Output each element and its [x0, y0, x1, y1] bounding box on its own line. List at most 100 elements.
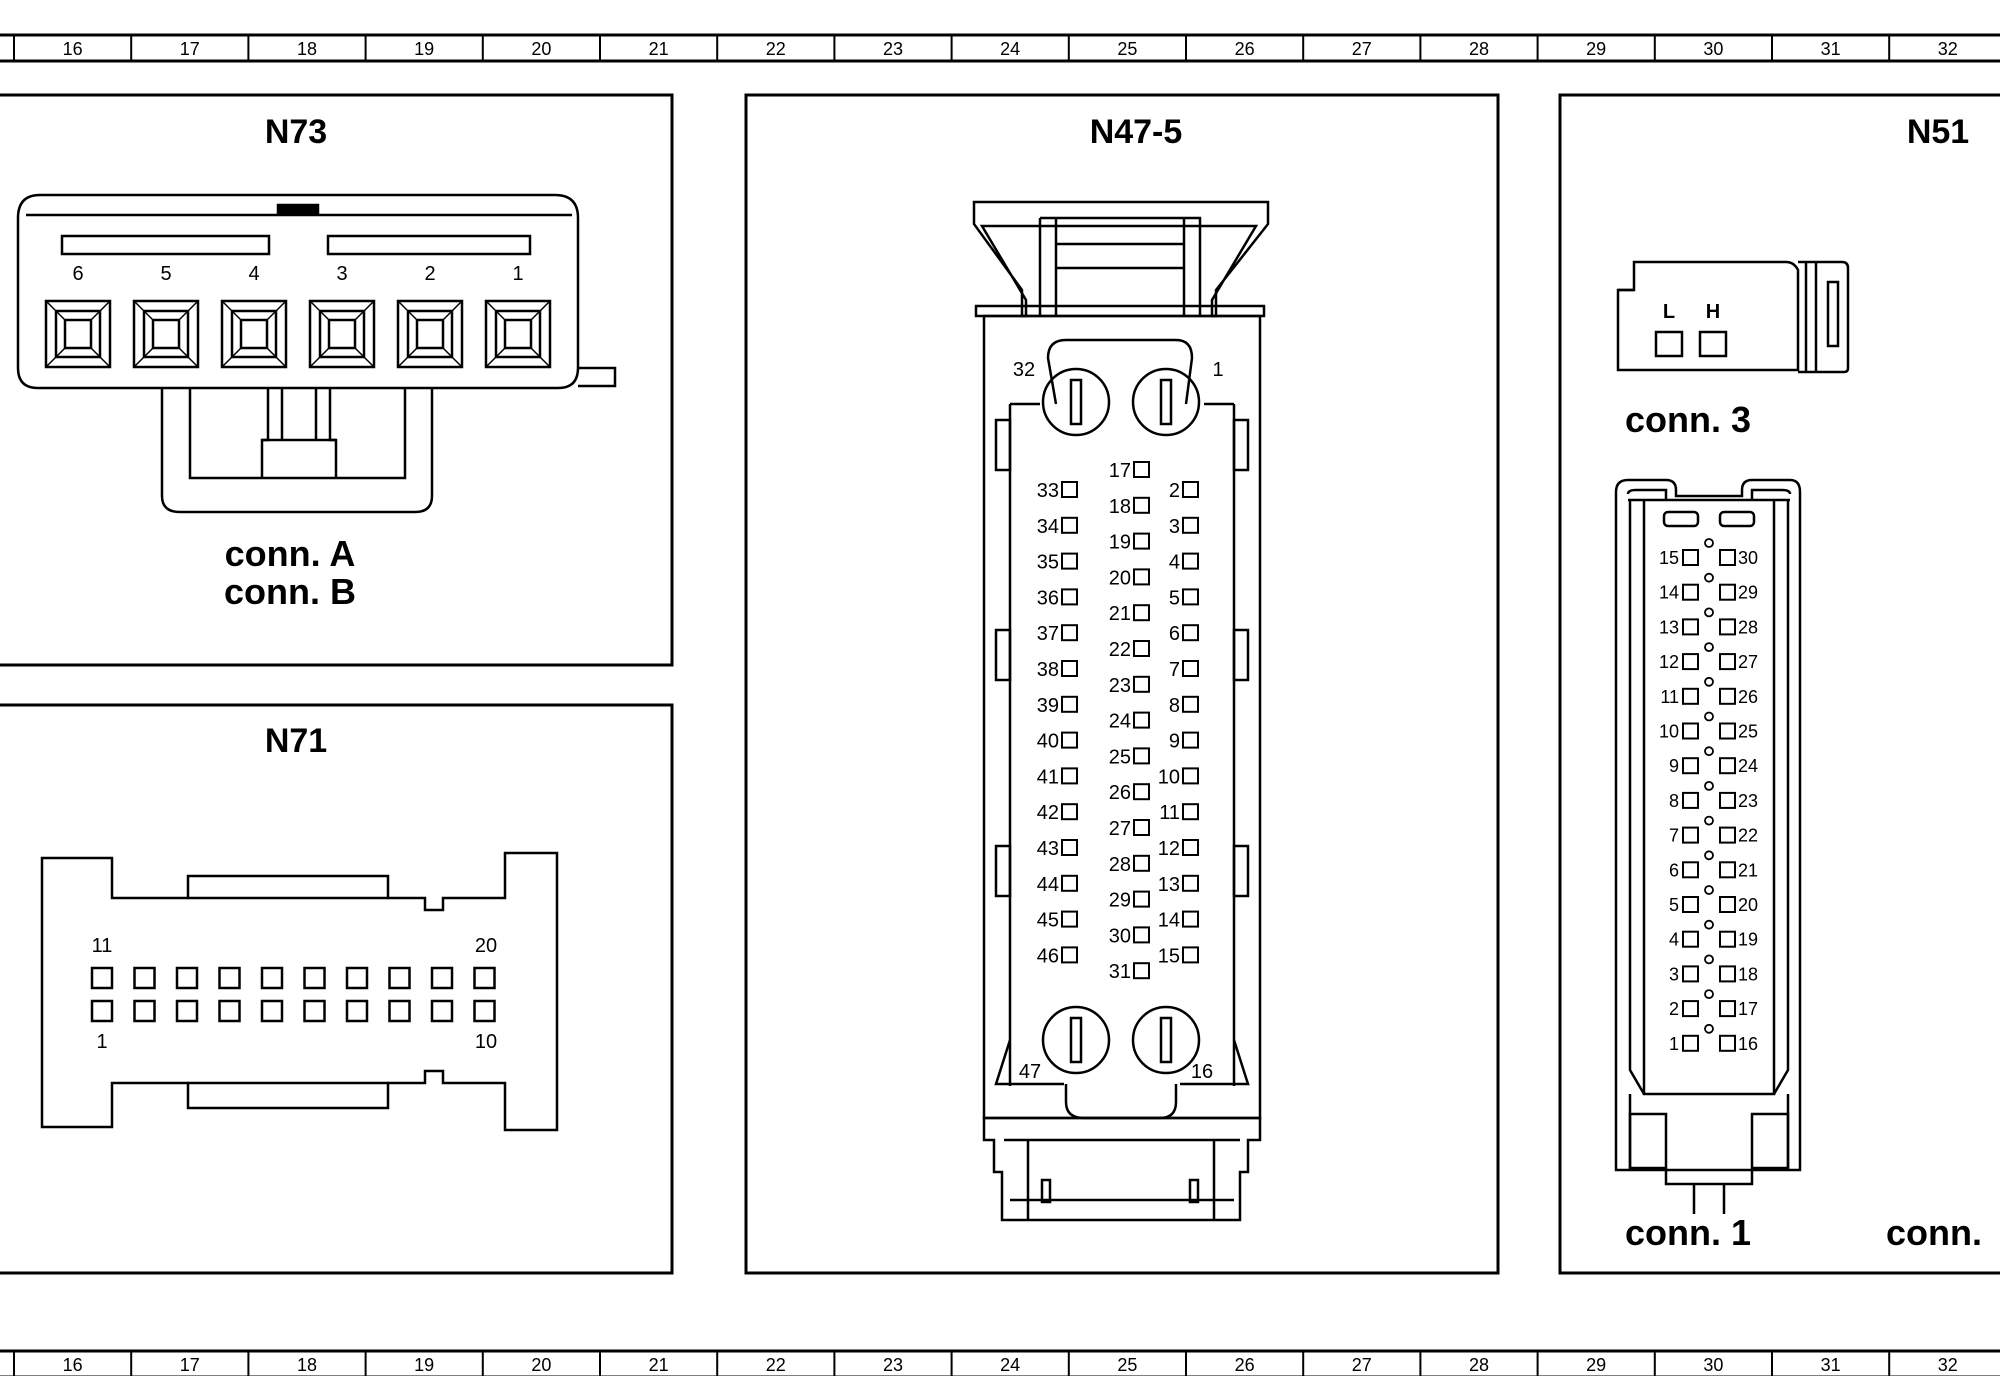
n51-conn1-pin-label: 28	[1738, 617, 1758, 637]
n47-5-pin-label: 5	[1169, 587, 1180, 609]
panel-n51-frame	[1558, 93, 2000, 1275]
n47-5-pin	[1133, 962, 1150, 980]
n51-conn1-pin-label: 19	[1738, 930, 1758, 950]
n73-pin-label: 2	[424, 263, 435, 285]
n71-pin	[473, 999, 496, 1023]
bottom-ruler-label: 17	[180, 1355, 200, 1375]
n47-5-pin	[1182, 767, 1199, 785]
n47-5-pin-label: 22	[1109, 639, 1131, 661]
top-ruler-label: 30	[1703, 39, 1723, 59]
bottom-ruler-label: 18	[297, 1355, 317, 1375]
bottom-ruler-label: 19	[414, 1355, 434, 1375]
n47-5-pin	[1182, 588, 1199, 606]
n73-pin-bevel	[530, 300, 551, 321]
n51-conn1-pin-label: 2	[1669, 999, 1679, 1019]
n73-pin-bevel	[221, 347, 242, 368]
n71-pin	[303, 999, 326, 1023]
n51-conn1-pin-label: 29	[1738, 583, 1758, 603]
bottom-ruler-label: 30	[1703, 1355, 1723, 1375]
n47-5-pin	[1061, 660, 1078, 677]
n73-pin-bevel	[90, 300, 111, 321]
n47-5-pin	[1061, 481, 1078, 498]
n51-conn1-pin	[1682, 1000, 1699, 1018]
n51-conn1-pin-label: 7	[1669, 826, 1679, 846]
n51-conn1-pin	[1682, 687, 1699, 705]
n51-conn3-label-h: H	[1706, 301, 1720, 323]
n51-conn1-key-dot	[1704, 1023, 1714, 1034]
bottom-ruler-label: 20	[531, 1355, 551, 1375]
n47-5-pin	[1061, 874, 1078, 892]
n47-5-pin	[1133, 819, 1150, 836]
n47-5-pin	[1133, 568, 1150, 586]
n51-conn1-pin-label: 9	[1669, 756, 1679, 776]
n47-5-pin-label: 4	[1169, 552, 1180, 574]
n73-pin-bevel	[485, 300, 506, 321]
n71-label-20: 20	[475, 935, 497, 957]
n51-conn1-key-dot	[1704, 850, 1714, 861]
n47-5-pin	[1133, 496, 1150, 514]
panel-n47-5-frame	[744, 93, 1500, 1275]
n47-5-pin	[1061, 910, 1078, 928]
n47-5-pin-label: 27	[1109, 818, 1131, 840]
n73-pin-bevel	[178, 300, 199, 321]
n47-5-pin	[1061, 767, 1078, 785]
n73-pin-label: 1	[512, 263, 523, 285]
n51-conn1-key-dot	[1704, 989, 1714, 999]
n51-conn1-pin-label: 15	[1659, 548, 1679, 568]
panel-n47-5-title: N47-5	[1090, 113, 1183, 151]
n47-5-screw-bottom-right	[1131, 1005, 1201, 1075]
n51-conn1-key-dot	[1704, 885, 1714, 895]
n73-pin-bevel	[266, 347, 287, 368]
n73-pin-bevel	[90, 347, 111, 368]
n73-pin-inner	[318, 309, 366, 359]
n73-pin-label: 4	[248, 263, 259, 285]
n47-5-pin-label: 20	[1109, 567, 1131, 589]
n51-conn1-pin-label: 8	[1669, 791, 1679, 811]
n51-conn1-pin-label: 6	[1669, 860, 1679, 880]
n51-conn3-pin-h	[1698, 330, 1728, 358]
n73-pin-core	[327, 318, 357, 350]
n47-5-pin-label: 10	[1158, 766, 1180, 788]
n47-5-pin-label: 12	[1158, 838, 1180, 860]
n47-5-pin-label: 44	[1037, 874, 1059, 896]
n47-5-pin	[1133, 854, 1150, 872]
n47-5-pin	[1182, 874, 1199, 892]
n73-pin-bevel	[354, 347, 375, 368]
n73-pin-core	[151, 318, 181, 350]
bottom-ruler-label: 23	[883, 1355, 903, 1375]
n73-pin-terminal	[484, 299, 552, 369]
n47-5-screw-top-right	[1131, 367, 1201, 437]
n51-conn1-key-dot	[1704, 815, 1714, 826]
n73-pin-row	[44, 299, 552, 369]
n71-pin	[218, 966, 241, 990]
n71-pin	[133, 999, 156, 1023]
n73-pin-label: 3	[336, 263, 347, 285]
n51-conn1-pin	[1719, 930, 1736, 948]
n51-conn1-pin	[1719, 757, 1736, 775]
n51-conn1-pin-label: 1	[1669, 1034, 1679, 1054]
bottom-ruler-label: 16	[63, 1355, 83, 1375]
n47-5-pin	[1061, 516, 1078, 534]
n71-label-10: 10	[475, 1031, 497, 1053]
bottom-ruler-label: 32	[1938, 1355, 1958, 1375]
n73-caption-conn-a: conn. A	[225, 533, 356, 574]
bottom-ruler-label: 25	[1117, 1355, 1137, 1375]
n51-conn1-pin	[1682, 653, 1699, 671]
n71-pin	[133, 966, 156, 990]
n51-conn1-pin	[1682, 722, 1699, 740]
n51-conn1-key-dot	[1704, 642, 1714, 652]
n47-5-pin	[1182, 660, 1199, 677]
n51-conn1-pin	[1719, 722, 1736, 740]
n51-conn3-caption: conn. 3	[1625, 399, 1751, 440]
n73-pin-bevel	[354, 300, 375, 321]
n51-conn1-pin-label: 13	[1659, 617, 1679, 637]
n51-conn1-pin-label: 23	[1738, 791, 1758, 811]
n51-conn1-pin	[1719, 826, 1736, 844]
top-ruler-label: 32	[1938, 39, 1958, 59]
n51-conn1-pin	[1719, 549, 1736, 566]
n47-5-pin-label: 7	[1169, 659, 1180, 681]
n51-conn1-pin	[1719, 653, 1736, 671]
n73-pin-core	[415, 318, 445, 350]
